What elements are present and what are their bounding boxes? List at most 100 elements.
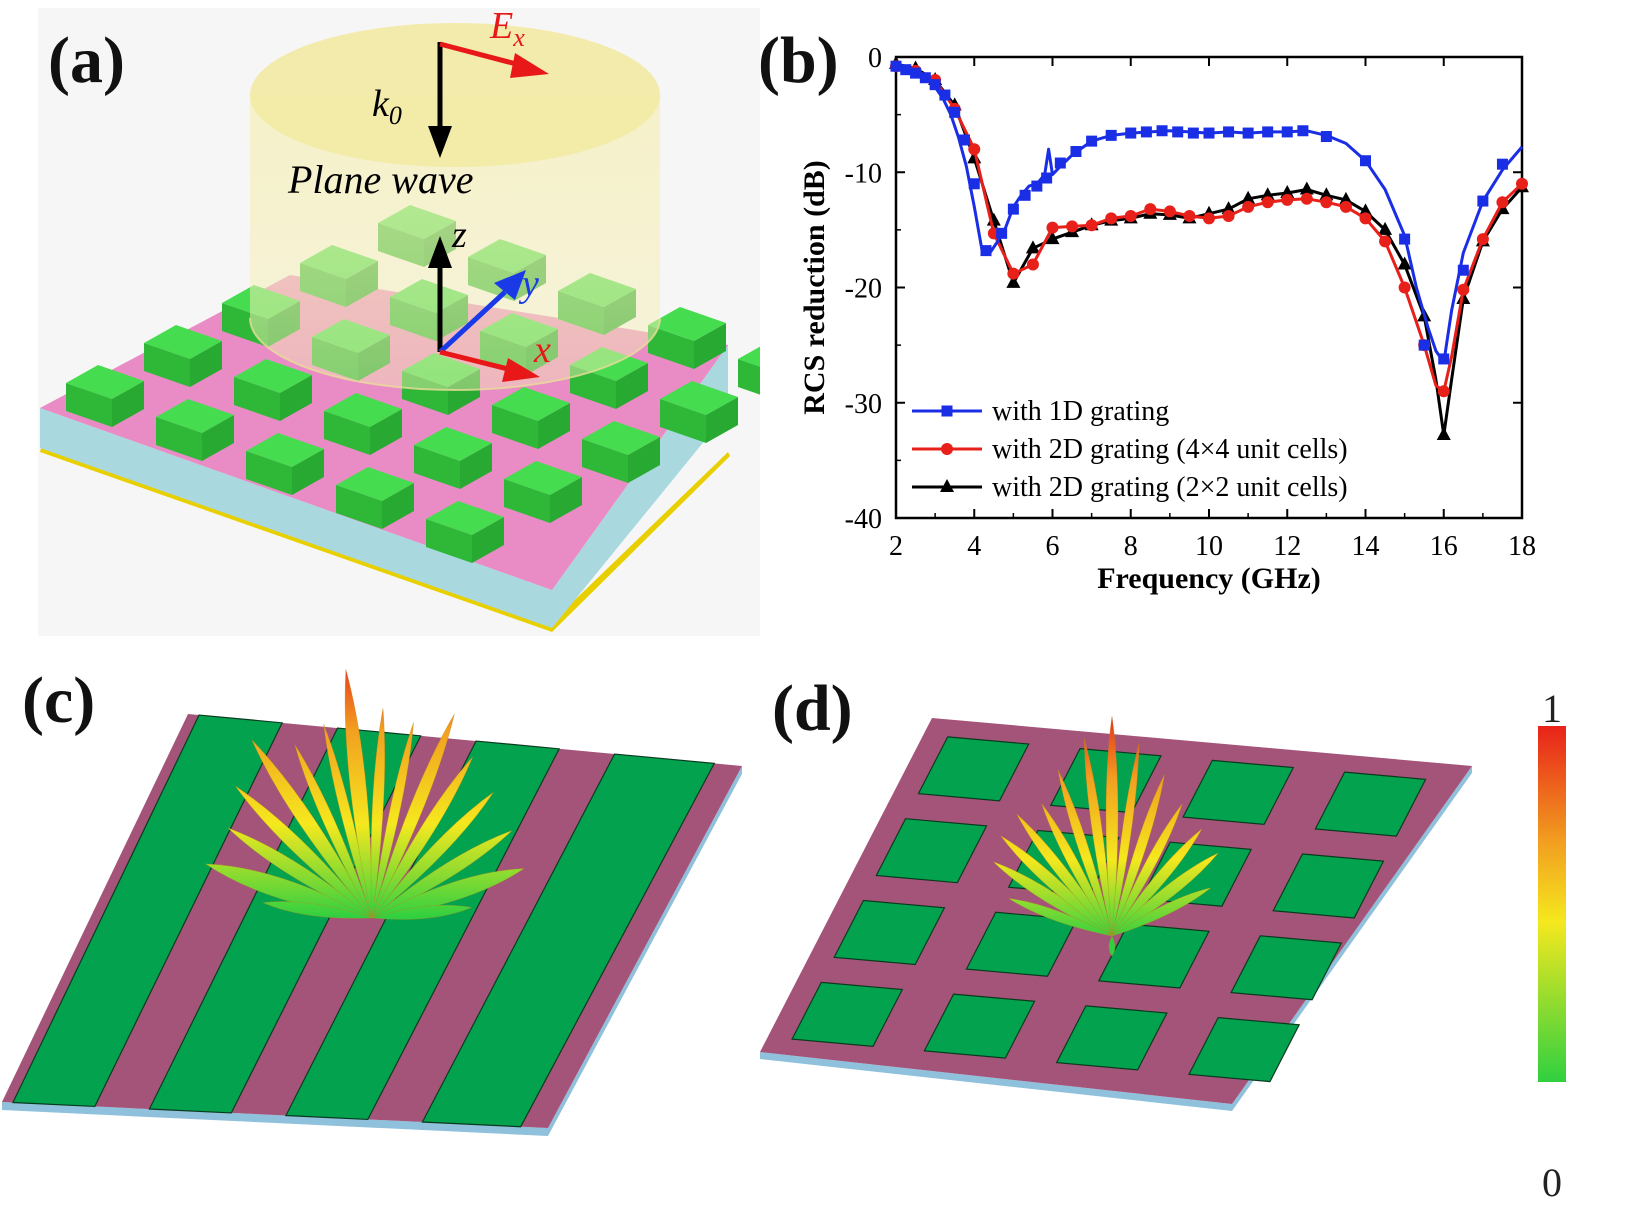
patch-cube xyxy=(504,461,582,523)
series-marker xyxy=(929,79,941,91)
series-marker xyxy=(1280,184,1295,198)
grating-strip xyxy=(11,714,284,1108)
series-marker xyxy=(949,106,961,118)
substrate-side-front xyxy=(40,408,552,628)
series-marker xyxy=(1163,205,1176,218)
x-axis-label: x xyxy=(533,329,551,371)
series-marker xyxy=(1477,195,1489,207)
series-marker xyxy=(968,178,980,190)
grating-strip xyxy=(421,753,716,1128)
scattering-pattern-1d xyxy=(204,669,526,920)
x-tick-label: 10 xyxy=(1195,531,1223,562)
series-marker xyxy=(910,67,922,79)
series-marker xyxy=(1418,339,1430,351)
e-field-arrow xyxy=(439,41,549,78)
patch-cube xyxy=(144,325,222,387)
x-tick-label: 6 xyxy=(1046,531,1060,562)
series-marker xyxy=(1172,126,1184,138)
series-marker xyxy=(1438,353,1450,365)
grating-cell xyxy=(1272,853,1385,919)
series-marker xyxy=(1320,131,1332,143)
series-marker xyxy=(1260,187,1275,201)
radiation-lobe xyxy=(1105,715,1119,937)
series-marker xyxy=(1437,385,1450,398)
y-tick-label: -10 xyxy=(845,158,882,189)
grating-strip xyxy=(284,740,561,1121)
e-field-label: Ex xyxy=(489,5,525,52)
x-axis-title: Frequency (GHz) xyxy=(1097,562,1321,595)
x-axis-arrow xyxy=(439,349,540,382)
radiation-lobe xyxy=(371,713,455,919)
series-marker xyxy=(1203,212,1215,225)
series-marker xyxy=(1019,189,1031,201)
series-marker xyxy=(1496,158,1508,170)
series-marker xyxy=(1026,258,1039,271)
series-marker xyxy=(1085,219,1098,232)
grating-cells xyxy=(791,736,1427,1083)
series-marker xyxy=(1299,181,1314,195)
series-marker xyxy=(1031,180,1043,192)
colorbar xyxy=(1538,726,1566,1082)
radiation-lobe xyxy=(261,901,373,919)
patch-cube xyxy=(414,427,492,489)
patch-cube xyxy=(648,307,726,369)
series-1 xyxy=(890,60,1524,365)
plane-wave-label: Plane wave xyxy=(287,157,474,202)
series-marker xyxy=(1007,203,1019,215)
x-tick-label: 2 xyxy=(889,531,903,562)
series-marker xyxy=(1125,127,1137,139)
patch-cube xyxy=(582,421,660,483)
series-marker xyxy=(1041,172,1053,184)
radiation-lobe xyxy=(1057,769,1113,937)
radiation-lobe xyxy=(371,830,513,919)
radiation-lobe xyxy=(1111,803,1183,937)
radiation-lobe xyxy=(371,791,494,919)
grating-cell xyxy=(1314,771,1427,837)
series-marker xyxy=(1066,220,1079,233)
legend-item: with 2D grating (2×2 unit cells) xyxy=(912,472,1348,503)
legend-item: with 1D grating xyxy=(912,396,1169,427)
panel-a: Ex k0 Plane wave z y x (a) xyxy=(0,0,816,640)
grating-cell xyxy=(791,981,904,1047)
series-marker xyxy=(1379,235,1392,248)
patch-cube xyxy=(492,387,570,449)
series-marker xyxy=(1320,196,1333,209)
radiation-lobe xyxy=(371,722,414,919)
grating-cell xyxy=(875,818,988,884)
radiation-lobe xyxy=(370,708,386,919)
radiation-lobe xyxy=(344,669,373,919)
x-tick-label: 12 xyxy=(1273,531,1301,562)
series-marker xyxy=(1457,264,1469,276)
series-marker xyxy=(1086,135,1098,147)
legend-label: with 1D grating xyxy=(992,396,1169,427)
series-marker xyxy=(939,89,951,101)
x-tick-label: 16 xyxy=(1430,531,1458,562)
series-marker xyxy=(1070,146,1082,158)
grating-strips xyxy=(11,714,716,1128)
series-marker xyxy=(1476,233,1489,246)
y-tick-label: -40 xyxy=(845,504,882,535)
series-marker xyxy=(1358,203,1373,217)
radiation-lobe xyxy=(1111,828,1203,937)
radiation-lobe xyxy=(1111,742,1140,937)
scattering-pattern-2d xyxy=(993,715,1219,957)
series-marker xyxy=(1261,196,1274,209)
series-marker xyxy=(968,143,981,156)
series-marker xyxy=(1203,127,1215,139)
series-marker xyxy=(1046,221,1059,234)
panel-d: 1 0 (d) xyxy=(760,640,1645,1205)
x-tick-label: 14 xyxy=(1352,531,1380,562)
series-marker xyxy=(1054,157,1066,169)
series-marker xyxy=(1360,155,1371,167)
patch-cube xyxy=(660,381,738,443)
x-tick-label: 8 xyxy=(1124,531,1138,562)
grating-cell xyxy=(1182,759,1295,825)
series-marker xyxy=(1516,177,1528,190)
series-marker xyxy=(919,72,931,84)
series-marker xyxy=(941,405,953,417)
grating-cell xyxy=(833,899,946,966)
patch-cube xyxy=(156,399,234,461)
patch-cube xyxy=(324,393,402,455)
series-marker xyxy=(1187,127,1199,139)
